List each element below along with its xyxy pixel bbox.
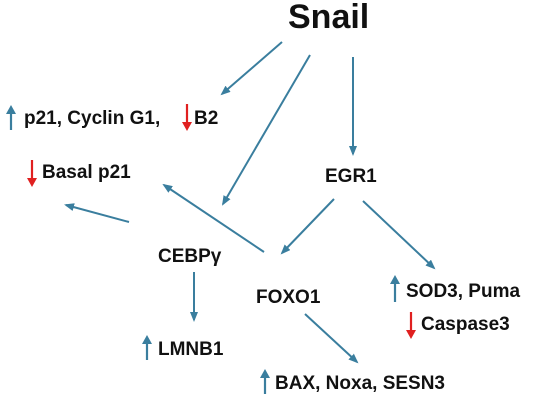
edge-snail-to-p21 (220, 41, 283, 96)
node-foxo1: FOXO1 (256, 287, 321, 308)
edge-egr1-to-foxo1 (280, 198, 335, 255)
up-arrow-icon (142, 335, 152, 360)
edge-snail-to-cebp (221, 54, 311, 206)
node-egr1: EGR1 (325, 166, 377, 187)
down-arrow-icon (182, 104, 192, 131)
node-sod3-puma: SOD3, Puma (406, 281, 520, 302)
edge-egr1-to-sod3 (362, 200, 436, 270)
up-arrow-icon (6, 105, 16, 130)
down-arrow-icon (406, 312, 416, 339)
edge-cebp-to-basal-p21 (64, 203, 130, 223)
node-cebp-gamma: CEBPγ (158, 246, 222, 267)
node-lmnb1: LMNB1 (158, 339, 224, 360)
node-basal-p21: Basal p21 (42, 162, 131, 183)
up-arrow-icon (260, 369, 270, 394)
edge-foxo1-to-bax (304, 313, 359, 364)
node-b2: B2 (194, 108, 218, 129)
edge-foxo1-to-basal-p21 (162, 183, 265, 253)
down-arrow-icon (27, 160, 37, 187)
indicators-group (6, 104, 416, 394)
up-arrow-icon (390, 275, 400, 302)
node-p21-cyclin: p21, Cyclin G1, (24, 108, 160, 129)
node-caspase3: Caspase3 (421, 314, 510, 335)
edges-group (64, 41, 436, 364)
node-snail: Snail (288, 0, 369, 36)
node-bax-noxa-sesn3: BAX, Noxa, SESN3 (275, 373, 445, 394)
